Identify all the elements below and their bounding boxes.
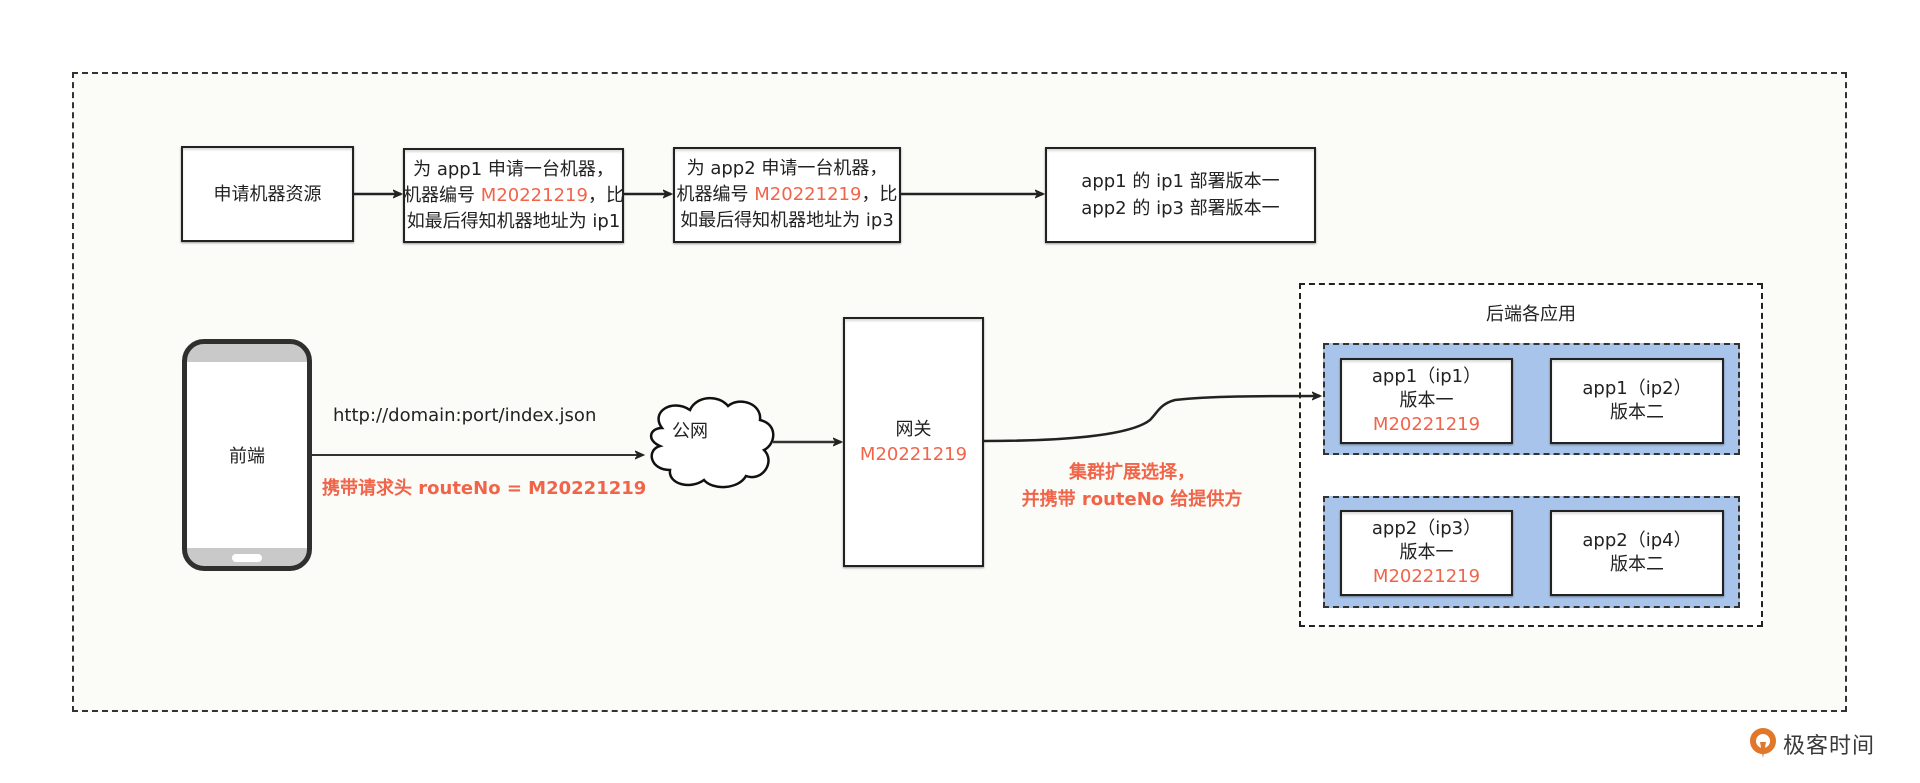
routing-note-line1: 集群扩展选择， xyxy=(1069,462,1195,483)
app-name: app2（ip4） xyxy=(1582,530,1692,551)
step-text: 机器编号 M20221219，比 xyxy=(677,182,898,208)
step-request-resources: 申请机器资源 xyxy=(181,146,354,242)
step-text: 为 app2 申请一台机器， xyxy=(686,158,888,179)
routing-note-line2: 并携带 routeNo 给提供方 xyxy=(1021,489,1243,510)
gateway-box: 网关 M20221219 xyxy=(843,317,984,567)
app-instance: app1（ip1） 版本一 M20221219 xyxy=(1340,358,1513,444)
logo-icon xyxy=(1750,728,1776,758)
step-text-suffix: ，比 xyxy=(861,184,898,205)
internet-label: 公网 xyxy=(672,421,708,442)
step-text: app2 的 ip3 部署版本一 xyxy=(1081,198,1280,219)
app1-group: app1（ip1） 版本一 M20221219 app1（ip2） 版本二 xyxy=(1323,343,1740,455)
app-name: app1（ip2） xyxy=(1582,378,1692,399)
machine-id: M20221219 xyxy=(754,184,862,205)
step-text-prefix: 机器编号 xyxy=(676,184,755,205)
step-text-suffix: ，比 xyxy=(587,184,624,206)
gateway-label: 网关 xyxy=(895,419,932,440)
gateway-machine-id: M20221219 xyxy=(859,444,968,465)
phone-home-button xyxy=(232,554,262,562)
backend-title: 后端各应用 xyxy=(1486,304,1576,325)
step-deploy-version: app1 的 ip1 部署版本一 app2 的 ip3 部署版本一 xyxy=(1045,147,1316,243)
app-version: 版本一 xyxy=(1399,542,1454,563)
app-version: 版本二 xyxy=(1610,402,1664,423)
request-header-note: 携带请求头 routeNo = M20221219 xyxy=(322,478,647,499)
app-name: app2（ip3） xyxy=(1371,518,1482,539)
request-url: http://domain:port/index.json xyxy=(333,405,597,426)
frontend-phone: 前端 xyxy=(182,339,312,571)
step-text: 如最后得知机器地址为 ip3 xyxy=(680,210,894,231)
arrow-gateway-to-backend xyxy=(983,396,1320,443)
frontend-label: 前端 xyxy=(229,446,265,467)
app-machine-id: M20221219 xyxy=(1372,566,1481,587)
app-instance: app2（ip3） 版本一 M20221219 xyxy=(1340,510,1513,596)
app2-group: app2（ip3） 版本一 M20221219 app2（ip4） 版本二 xyxy=(1323,496,1740,608)
app-instance: app1（ip2） 版本二 xyxy=(1550,358,1724,444)
machine-id: M20221219 xyxy=(480,184,588,206)
step-text: 如最后得知机器地址为 ip1 xyxy=(406,210,621,232)
step-text-prefix: 机器编号 xyxy=(403,184,481,206)
watermark-logo: 极客时间 xyxy=(1749,728,1875,760)
internet-cloud-icon xyxy=(650,397,775,489)
app-version: 版本一 xyxy=(1399,390,1454,411)
step-app1-machine: 为 app1 申请一台机器， 机器编号 M20221219，比 如最后得知机器地… xyxy=(403,148,624,243)
app-name: app1（ip1） xyxy=(1371,366,1482,387)
logo-text: 极客时间 xyxy=(1783,734,1876,759)
step-text: 机器编号 M20221219，比 xyxy=(403,183,624,209)
step-text: app1 的 ip1 部署版本一 xyxy=(1081,171,1280,192)
backend-apps-container: 后端各应用 app1（ip1） 版本一 M20221219 app1（ip2） … xyxy=(1299,283,1763,627)
step-app2-machine: 为 app2 申请一台机器， 机器编号 M20221219，比 如最后得知机器地… xyxy=(673,147,901,243)
phone-screen: 前端 xyxy=(187,362,307,548)
app-version: 版本二 xyxy=(1610,554,1664,575)
app-machine-id: M20221219 xyxy=(1372,414,1481,435)
step-text: 为 app1 申请一台机器， xyxy=(413,158,614,180)
step-text: 申请机器资源 xyxy=(213,183,322,205)
app-instance: app2（ip4） 版本二 xyxy=(1550,510,1724,596)
